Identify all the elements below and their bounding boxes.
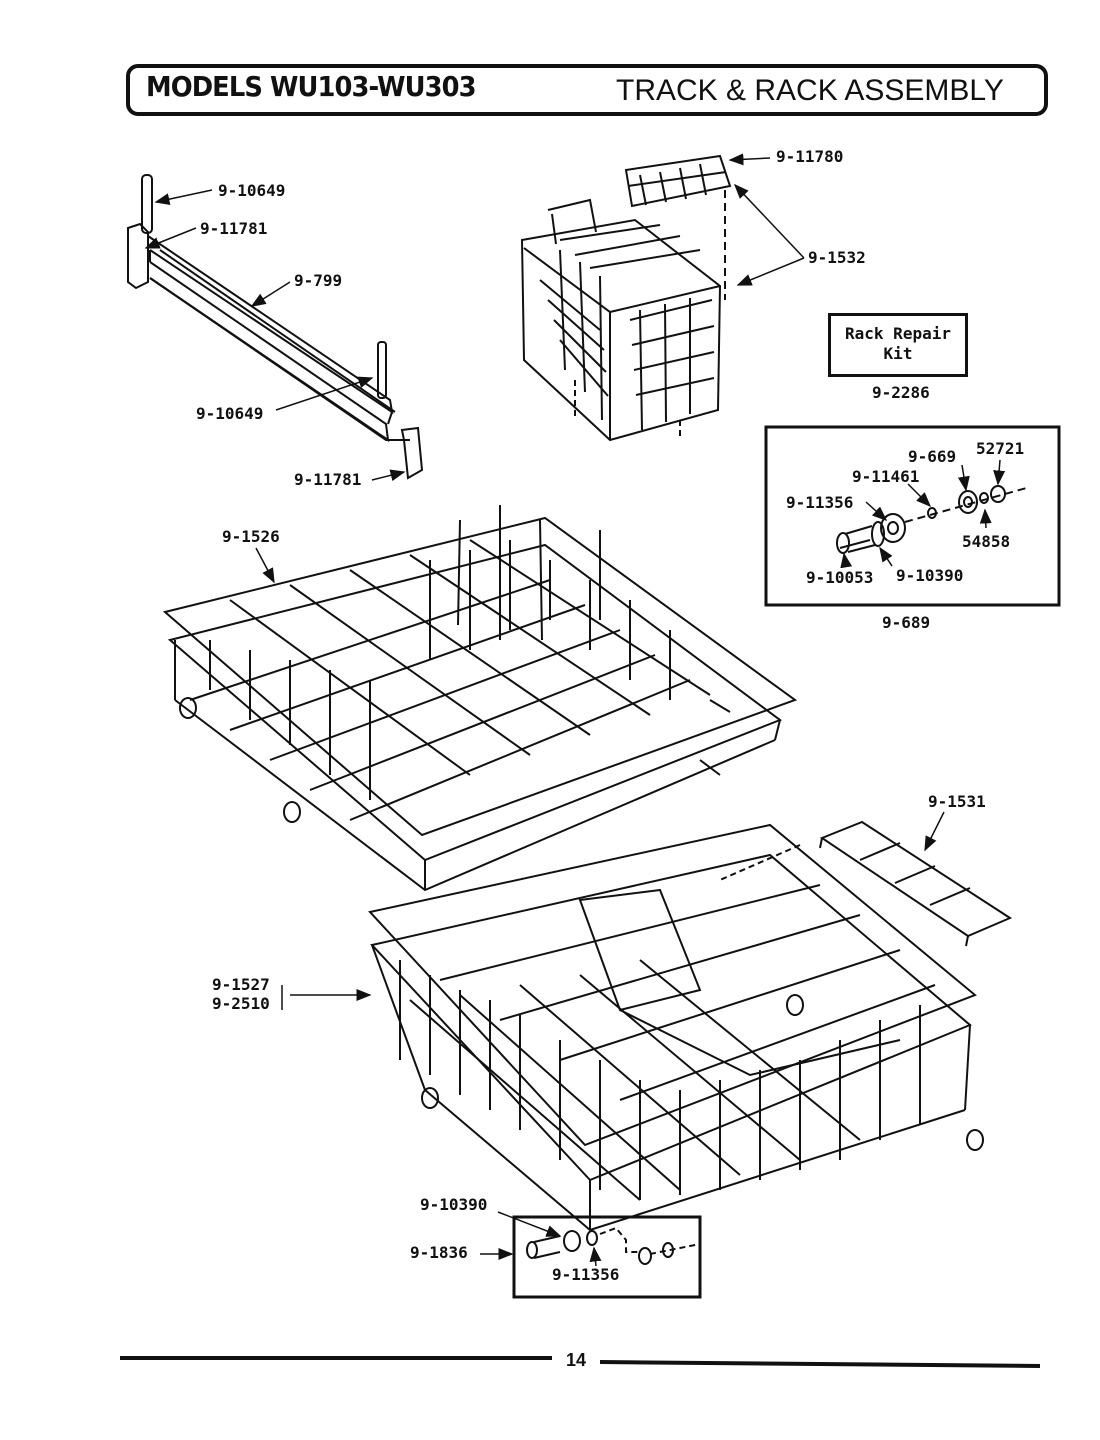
- label-lower-rack-b: 9-2510: [212, 994, 270, 1013]
- label-kit-54858: 54858: [962, 532, 1011, 551]
- track-rail: [127, 174, 424, 480]
- title-frame: [126, 64, 1048, 116]
- label-pin-bottom: 9-10649: [196, 404, 264, 423]
- footer-rule-right: [599, 1360, 1041, 1368]
- wheel-kit-frame: [764, 425, 1061, 607]
- lower-wheel-parts: [526, 1226, 701, 1265]
- label-upper-rack: 9-1526: [222, 527, 280, 546]
- label-pin-top: 9-10649: [218, 181, 286, 200]
- wheel-kit-parts: [836, 485, 1031, 554]
- kit-line2: Kit: [883, 344, 913, 363]
- lower-wheel-kit-frame: [512, 1215, 702, 1299]
- label-kit-11356: 9-11356: [786, 493, 854, 512]
- kit-line1: Rack Repair: [845, 324, 951, 343]
- cup-shelf: [719, 820, 1013, 947]
- label-end-cap-top: 9-11781: [200, 219, 268, 238]
- label-kit-669: 9-669: [908, 447, 957, 466]
- label-track: 9-799: [294, 271, 343, 290]
- rack-repair-kit-box: Rack Repair Kit: [828, 313, 968, 377]
- label-lower-1836: 9-1836: [410, 1243, 468, 1262]
- label-lower-rack-a: 9-1527: [212, 975, 270, 994]
- label-basket-lid: 9-11780: [776, 147, 844, 166]
- label-kit-689: 9-689: [882, 613, 931, 632]
- label-end-cap-bottom: 9-11781: [294, 470, 362, 489]
- label-kit-11461: 9-11461: [852, 467, 920, 486]
- cutlery-basket: [520, 154, 732, 442]
- label-lower-10390: 9-10390: [420, 1195, 488, 1214]
- leader-lines: [144, 153, 1006, 1267]
- lower-rack: [368, 823, 984, 1232]
- label-kit-10053: 9-10053: [806, 568, 874, 587]
- models-title: MODELS WU103-WU303: [146, 70, 477, 103]
- section-title: TRACK & RACK ASSEMBLY: [616, 74, 1004, 107]
- label-basket: 9-1532: [808, 248, 866, 267]
- label-kit-52721: 52721: [976, 439, 1025, 458]
- kit-part-label: 9-2286: [872, 383, 930, 402]
- label-cup-shelf: 9-1531: [928, 792, 986, 811]
- label-kit-10390: 9-10390: [896, 566, 964, 585]
- upper-rack: [162, 505, 798, 892]
- label-lower-11356: 9-11356: [552, 1265, 620, 1284]
- page-number: 14: [566, 1350, 587, 1370]
